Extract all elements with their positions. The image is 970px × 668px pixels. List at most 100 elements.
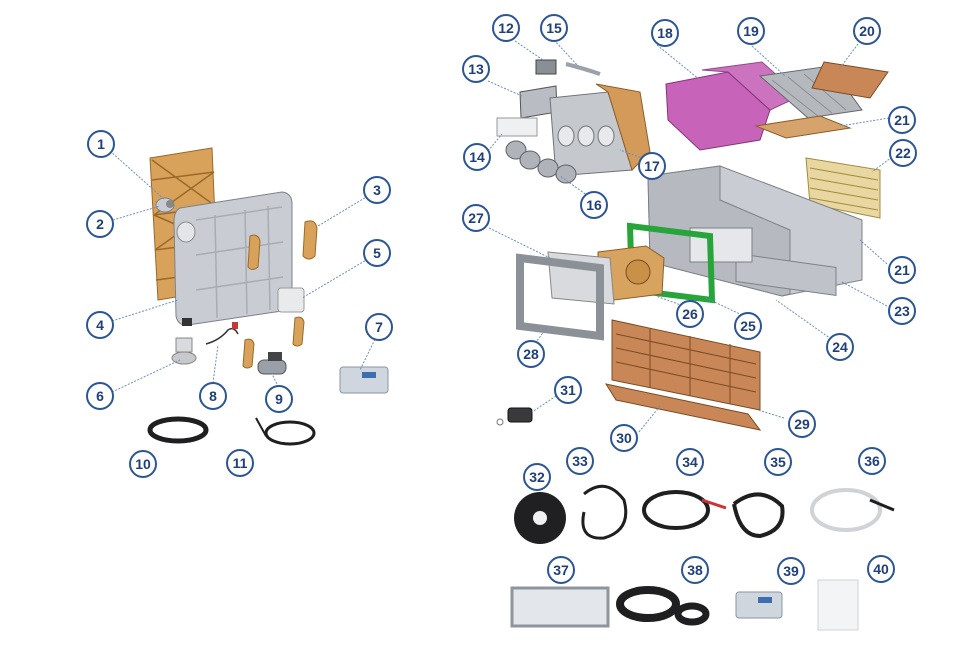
callout-21b: 21 — [888, 256, 916, 284]
part-pump — [257, 352, 287, 375]
part-mesh-top — [754, 115, 852, 139]
part-harness-34 — [642, 490, 727, 530]
svg-text:35: 35 — [770, 454, 786, 470]
callout-33: 33 — [566, 447, 594, 475]
part-instruction-sheet — [817, 579, 859, 631]
callout-11: 11 — [226, 449, 254, 477]
svg-text:28: 28 — [523, 346, 539, 362]
callout-9: 9 — [265, 385, 293, 413]
svg-text:29: 29 — [794, 416, 810, 432]
svg-text:21: 21 — [894, 262, 910, 278]
callout-22: 22 — [889, 139, 917, 167]
part-top-cover — [665, 61, 801, 151]
part-intake-grille — [805, 157, 881, 219]
svg-text:12: 12 — [498, 20, 514, 36]
callout-20: 20 — [853, 17, 881, 45]
part-cover-plate — [277, 287, 305, 313]
callout-39: 39 — [777, 557, 805, 585]
callout-10: 10 — [129, 450, 157, 478]
callout-36: 36 — [858, 447, 886, 475]
callout-37: 37 — [547, 556, 575, 584]
svg-text:33: 33 — [572, 453, 588, 469]
svg-text:25: 25 — [740, 318, 756, 334]
part-filter-strip — [811, 61, 889, 99]
callout-32: 32 — [523, 463, 551, 491]
svg-text:24: 24 — [832, 339, 848, 355]
part-seal-rolls — [616, 586, 710, 626]
part-filter-screen — [510, 586, 610, 628]
part-harness-36 — [810, 488, 895, 532]
callout-34: 34 — [676, 448, 704, 476]
callout-14: 14 — [463, 143, 491, 171]
svg-text:20: 20 — [859, 23, 875, 39]
part-screw-kit-39 — [735, 591, 783, 619]
callout-29: 29 — [788, 410, 816, 438]
callout-26: 26 — [676, 300, 704, 328]
svg-text:14: 14 — [469, 149, 485, 165]
svg-text:17: 17 — [644, 158, 660, 174]
callout-18: 18 — [651, 19, 679, 47]
part-control-board — [535, 59, 557, 75]
part-screw-kit — [339, 366, 389, 394]
part-bracket-lower-a — [242, 338, 255, 369]
svg-text:3: 3 — [373, 182, 381, 198]
part-bracket-3 — [302, 220, 318, 260]
part-tape-roll — [514, 492, 566, 544]
svg-text:4: 4 — [96, 317, 104, 333]
svg-text:16: 16 — [586, 197, 602, 213]
callout-5: 5 — [363, 239, 391, 267]
callout-28: 28 — [517, 340, 545, 368]
svg-text:1: 1 — [97, 136, 105, 152]
svg-text:23: 23 — [894, 303, 910, 319]
callout-27: 27 — [462, 204, 490, 232]
callout-38: 38 — [681, 556, 709, 584]
callout-3: 3 — [363, 176, 391, 204]
svg-text:13: 13 — [468, 61, 484, 77]
callout-1: 1 — [87, 130, 115, 158]
svg-text:32: 32 — [529, 469, 545, 485]
svg-text:9: 9 — [275, 391, 283, 407]
svg-text:26: 26 — [682, 306, 698, 322]
svg-text:22: 22 — [895, 145, 911, 161]
callout-7: 7 — [365, 313, 393, 341]
part-hose-11 — [255, 417, 316, 446]
svg-text:39: 39 — [783, 563, 799, 579]
callout-23: 23 — [888, 297, 916, 325]
part-bracket-lower-b — [292, 316, 305, 347]
callout-19: 19 — [737, 17, 765, 45]
callout-6: 6 — [86, 382, 114, 410]
part-housing — [173, 191, 293, 326]
part-hose-35 — [732, 492, 785, 539]
svg-text:27: 27 — [468, 210, 484, 226]
svg-text:21: 21 — [894, 112, 910, 128]
callout-8: 8 — [199, 382, 227, 410]
svg-text:2: 2 — [96, 216, 104, 232]
svg-text:18: 18 — [657, 25, 673, 41]
svg-text:8: 8 — [209, 388, 217, 404]
svg-text:30: 30 — [616, 430, 632, 446]
callout-17: 17 — [638, 152, 666, 180]
callout-12: 12 — [492, 14, 520, 42]
svg-text:11: 11 — [233, 455, 248, 471]
svg-text:19: 19 — [743, 23, 759, 39]
part-drip-tray — [604, 383, 762, 431]
part-ribbon-cable — [565, 62, 601, 76]
callout-2: 2 — [86, 210, 114, 238]
svg-text:15: 15 — [546, 20, 562, 36]
part-knobs — [505, 140, 577, 184]
svg-text:7: 7 — [375, 319, 383, 335]
leader-lines — [109, 39, 893, 433]
callout-25: 25 — [734, 312, 762, 340]
callout-35: 35 — [764, 448, 792, 476]
part-blower — [597, 245, 665, 301]
part-front-bezel — [549, 83, 651, 177]
callout-31: 31 — [554, 376, 582, 404]
svg-text:31: 31 — [560, 382, 576, 398]
part-bracket-inner — [247, 234, 261, 270]
svg-text:10: 10 — [135, 456, 151, 472]
part-louver-grille — [611, 319, 761, 411]
part-hose-10 — [147, 416, 209, 444]
callout-4: 4 — [86, 311, 114, 339]
callout-15: 15 — [540, 14, 568, 42]
